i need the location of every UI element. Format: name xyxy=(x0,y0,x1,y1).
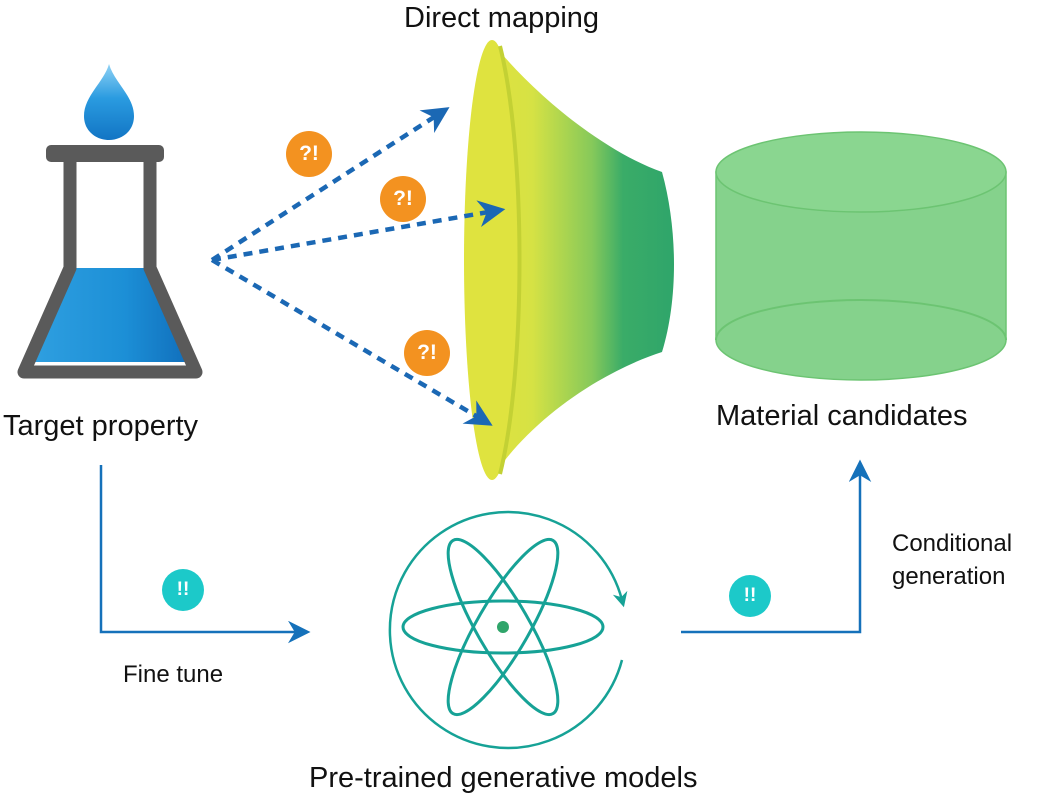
confident-badge-fine-tune: !! xyxy=(162,569,204,611)
atom-orbit-diagonal-2 xyxy=(446,537,560,717)
uncertain-badge-top: ?! xyxy=(286,131,332,177)
conditional-generation-label-line1: Conditional xyxy=(892,530,1013,557)
confident-badge-conditional: !! xyxy=(729,575,771,617)
cylinder-top xyxy=(715,131,1007,213)
dashed-arrow-top xyxy=(210,107,450,262)
atom-orbit-horizontal xyxy=(401,599,605,655)
funnel-rim-edge xyxy=(498,45,522,475)
dashed-arrow-bottom xyxy=(210,258,493,426)
atom-orbit-diagonal-1 xyxy=(446,537,560,717)
funnel-body xyxy=(492,42,674,478)
conditional-generation-label-line2: generation xyxy=(892,563,1006,590)
material-candidates-label: Material candidates xyxy=(716,400,968,432)
atom-nucleus xyxy=(497,621,509,633)
atom-cycle-ring xyxy=(388,510,628,750)
uncertain-badge-bottom: ?! xyxy=(404,330,450,376)
cylinder-body xyxy=(715,171,1007,381)
funnel-rim xyxy=(464,40,520,480)
pretrained-models-label: Pre-trained generative models xyxy=(309,762,698,794)
fine-tune-label: Fine tune xyxy=(123,661,224,688)
flask-outline xyxy=(17,151,203,379)
material-cylinder-icon xyxy=(715,131,1007,381)
flask-rim xyxy=(46,145,164,162)
direct-mapping-label: Direct mapping xyxy=(404,2,600,34)
conditional-generation-arrow xyxy=(681,459,872,634)
funnel-icon xyxy=(464,40,674,480)
direct-mapping-arrows xyxy=(210,107,506,426)
flask-icon xyxy=(17,64,203,379)
water-drop-icon xyxy=(84,64,134,140)
flask-liquid xyxy=(33,268,186,362)
cylinder-bottom-back xyxy=(715,299,1007,341)
target-property-label: Target property xyxy=(3,410,199,442)
atom-icon xyxy=(388,510,628,750)
fine-tune-arrow xyxy=(99,465,311,644)
dashed-arrow-middle xyxy=(211,200,506,263)
uncertain-badge-middle: ?! xyxy=(380,176,426,222)
